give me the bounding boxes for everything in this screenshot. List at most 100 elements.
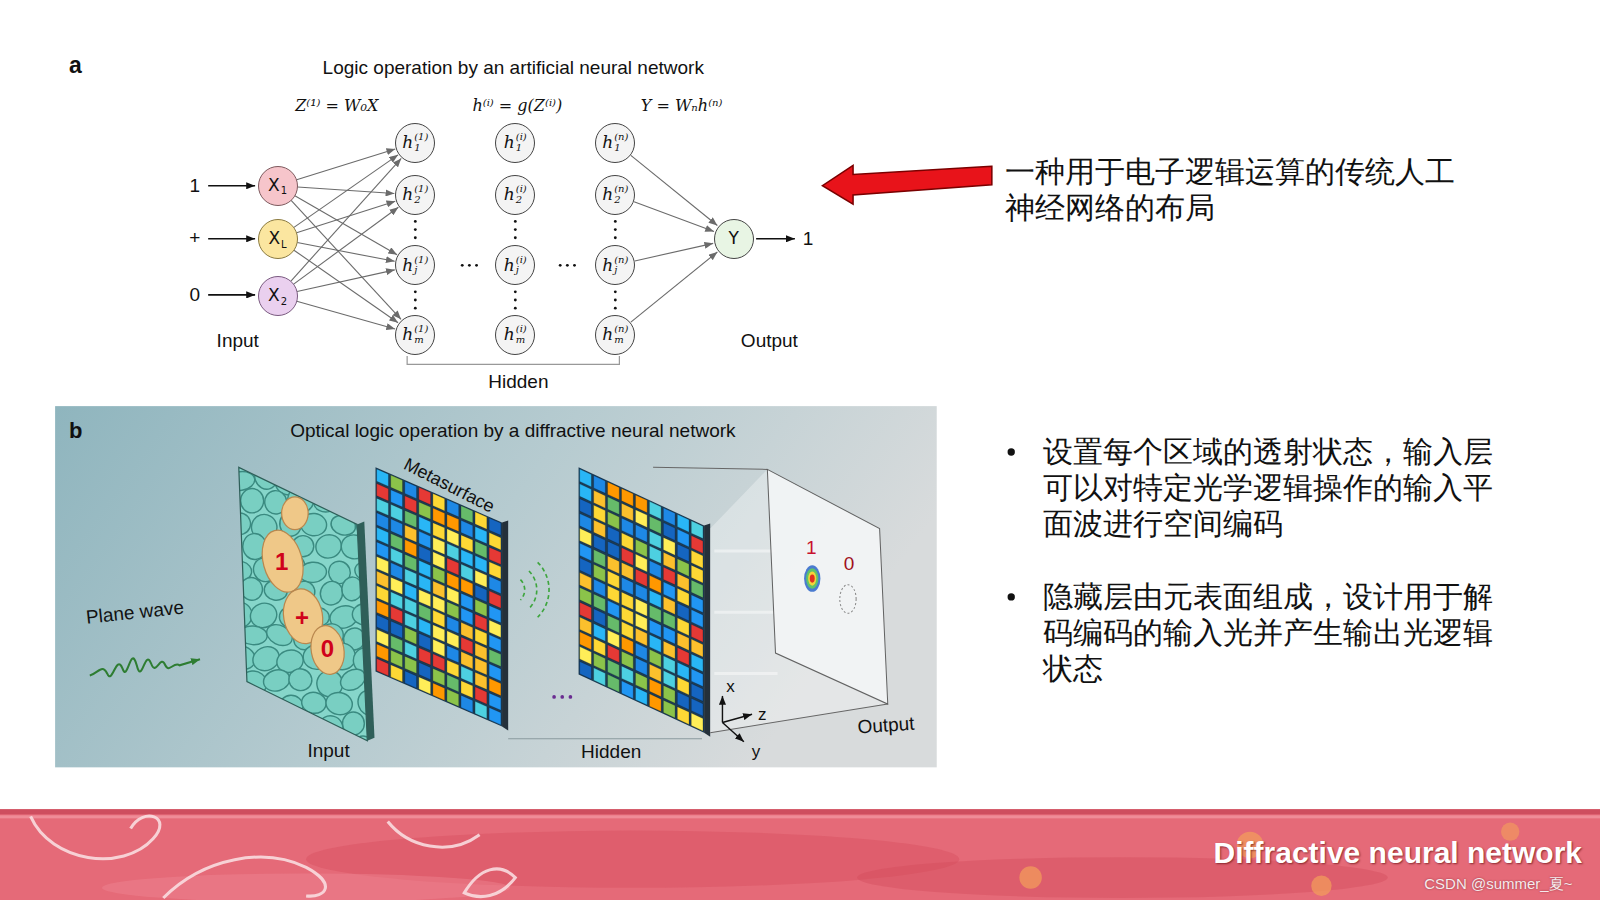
script-stack: (n)j <box>614 255 628 276</box>
metasurface-layer <box>579 467 711 736</box>
ellipsis-dots <box>468 264 471 267</box>
metasurface-tiles <box>649 546 661 564</box>
neuron-superscript: (i) <box>516 324 527 335</box>
metasurface-tiles <box>677 544 689 562</box>
label-anchor: 0 <box>190 283 201 306</box>
ellipsis-dots <box>414 220 617 310</box>
ellipsis-dots <box>614 236 617 239</box>
metasurface-tiles <box>419 502 431 519</box>
label-anchor: Hidden <box>488 370 548 393</box>
wave-label: Plane wave <box>85 597 185 630</box>
plate-cells <box>350 465 378 489</box>
metasurface-tiles <box>622 622 634 640</box>
metasurface-tiles <box>377 571 389 588</box>
plate-cells <box>213 533 235 554</box>
output-plane <box>653 467 767 469</box>
metasurface-tiles <box>377 484 389 501</box>
metasurface-tiles <box>622 488 634 506</box>
input-arrow <box>208 294 255 296</box>
metasurface-tiles <box>635 584 647 602</box>
metasurface-tiles <box>622 681 634 699</box>
panel-letter: b <box>69 418 82 444</box>
layer-baseline <box>508 738 702 739</box>
plate-cells <box>224 600 254 629</box>
metasurface-tiles <box>489 693 501 710</box>
bullet-text: 设置每个区域的透射状态，输入层可以对特定光学逻辑操作的输入平面波进行空间编码 <box>1043 434 1508 542</box>
neuron-subscript: j <box>614 265 617 276</box>
neuron-superscript: (i) <box>516 255 527 266</box>
arrow-connector <box>635 243 713 261</box>
metasurface-tiles <box>580 528 592 546</box>
metasurface-tiles <box>580 617 592 635</box>
ellipsis-dots <box>514 290 517 293</box>
neuron-symbol: Y <box>728 230 738 247</box>
metasurface-tiles <box>405 642 417 659</box>
metasurface-tiles <box>691 698 703 716</box>
equation: Z⁽¹⁾ = W₀X <box>295 97 378 116</box>
hidden-neuron: h(i)2 <box>495 175 535 215</box>
axes <box>722 722 743 741</box>
metasurface-tiles <box>677 618 689 636</box>
metasurface-tiles <box>461 520 473 537</box>
metasurface-tiles <box>677 633 689 651</box>
metasurface-tiles <box>433 683 445 700</box>
label-anchor: Metasurface <box>400 454 498 518</box>
ellipsis-dots <box>514 228 517 231</box>
output-plane <box>710 469 888 732</box>
callout-note: 一种用于电子逻辑运算的传统人工神经网络的布局 <box>1005 154 1470 226</box>
axes <box>722 714 752 722</box>
metasurface-tiles <box>649 679 661 697</box>
script-stack: 2 <box>281 297 287 308</box>
arrow-connector <box>297 270 395 292</box>
axes <box>722 696 752 742</box>
metasurface-tiles <box>475 701 487 718</box>
metasurface-tiles <box>419 677 431 694</box>
coded-region <box>282 497 309 530</box>
plate-cells <box>213 626 240 650</box>
metasurface-layer <box>704 523 710 736</box>
metasurface-tiles <box>489 591 501 608</box>
metasurface-tiles <box>663 626 675 644</box>
metasurface-tiles <box>677 588 689 606</box>
neuron-superscript: (1) <box>414 132 428 143</box>
metasurface-tiles <box>677 677 689 695</box>
metasurface-tiles <box>419 604 431 621</box>
neuron-subscript: j <box>414 265 417 276</box>
arrow-connector <box>297 149 396 180</box>
metasurface-tiles <box>405 525 417 542</box>
hidden-neuron: h(n)j <box>595 245 635 285</box>
plate-cells <box>325 468 353 493</box>
hidden-neuron: h(n)1 <box>595 123 635 163</box>
neuron-superscript: (n) <box>614 255 628 266</box>
neuron-symbol: h <box>504 186 515 203</box>
metasurface-tiles <box>635 554 647 572</box>
panel-letter: a <box>69 53 82 81</box>
metasurface-tiles <box>391 577 403 594</box>
metasurface-tiles <box>461 695 473 712</box>
metasurface-tiles <box>391 519 403 536</box>
plate-cells <box>288 716 316 739</box>
metasurface-tiles <box>649 590 661 608</box>
metasurface-tiles <box>635 510 647 528</box>
metasurface-tiles <box>677 647 689 665</box>
metasurface-tiles <box>608 600 620 618</box>
metasurface-tiles <box>461 564 473 581</box>
metasurface-tiles <box>433 493 445 510</box>
metasurface-tiles <box>608 497 620 515</box>
metasurface-tiles <box>405 598 417 615</box>
metasurface-tiles <box>377 498 389 515</box>
label-anchor: Output <box>741 329 798 352</box>
ellipsis-dots <box>414 299 417 302</box>
metasurface-tiles <box>635 598 647 616</box>
metasurface-tiles <box>461 622 473 639</box>
plate-cells <box>291 443 318 469</box>
metasurface-tiles <box>461 579 473 596</box>
metasurface-tiles <box>649 635 661 653</box>
metasurface-tiles <box>677 559 689 577</box>
metasurface-tiles <box>677 692 689 710</box>
metasurface-tiles <box>461 608 473 625</box>
metasurface-tiles <box>594 609 606 627</box>
metasurface-tiles <box>419 546 431 563</box>
metasurface-tiles <box>608 586 620 604</box>
hidden-neuron: h(1)2 <box>395 175 435 215</box>
